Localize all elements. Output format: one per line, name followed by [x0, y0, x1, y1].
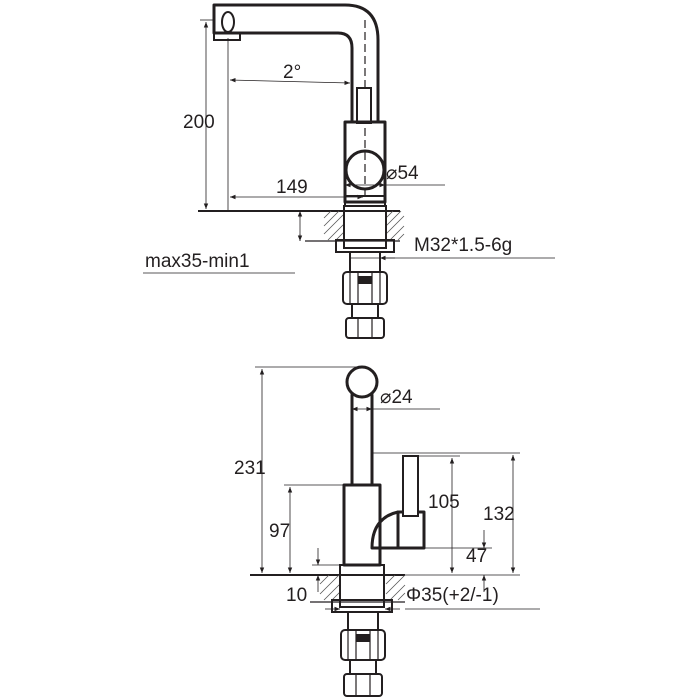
dim-deck-label: max35-min1: [145, 251, 250, 272]
dim-54-label: ⌀54: [386, 163, 419, 184]
dim-200-label: 200: [183, 112, 215, 133]
dim-149-label: 149: [276, 177, 308, 198]
handle-lever: [356, 87, 372, 124]
aerator-ring: [221, 11, 235, 33]
dim-thread-label: M32*1.5-6g: [414, 235, 512, 256]
front-handle-lever: [402, 455, 419, 517]
front-handle: [370, 510, 400, 550]
dim-35-label: Φ35(+2/-1): [406, 585, 499, 606]
spout-column: [350, 393, 374, 487]
front-deck-hatch: [319, 574, 406, 601]
spout-outline: [212, 3, 380, 124]
shank: [343, 205, 387, 249]
front-body: [342, 483, 382, 567]
side-view: 200 2° 149 ⌀54 max35-min1 M32*1.5-6g: [143, 3, 555, 339]
dim-231-label: 231: [234, 458, 266, 479]
deck-hatch: [323, 210, 405, 241]
dim-10-label: 10: [286, 585, 307, 606]
hose-fittings: [342, 271, 388, 339]
aerator-tip: [213, 32, 241, 41]
dim-angle-label: 2°: [283, 62, 301, 83]
front-handle-block: [396, 510, 426, 550]
front-hose-fittings: [340, 629, 386, 697]
dim-97-label: 97: [269, 521, 290, 542]
spout-top-circle: [345, 365, 379, 399]
dim-24-label: ⌀24: [380, 387, 413, 408]
dim-47-label: 47: [466, 546, 487, 567]
faucet-body: [343, 120, 387, 204]
dim-132-label: 132: [483, 504, 515, 525]
threaded-stud: [349, 251, 381, 273]
dim-105-label: 105: [428, 492, 460, 513]
front-view: ⌀24 231 97 10 105 132 47 Φ35(+2/-1: [234, 365, 540, 697]
dim-angle-line: [229, 77, 351, 86]
handle-knob: [344, 149, 386, 191]
